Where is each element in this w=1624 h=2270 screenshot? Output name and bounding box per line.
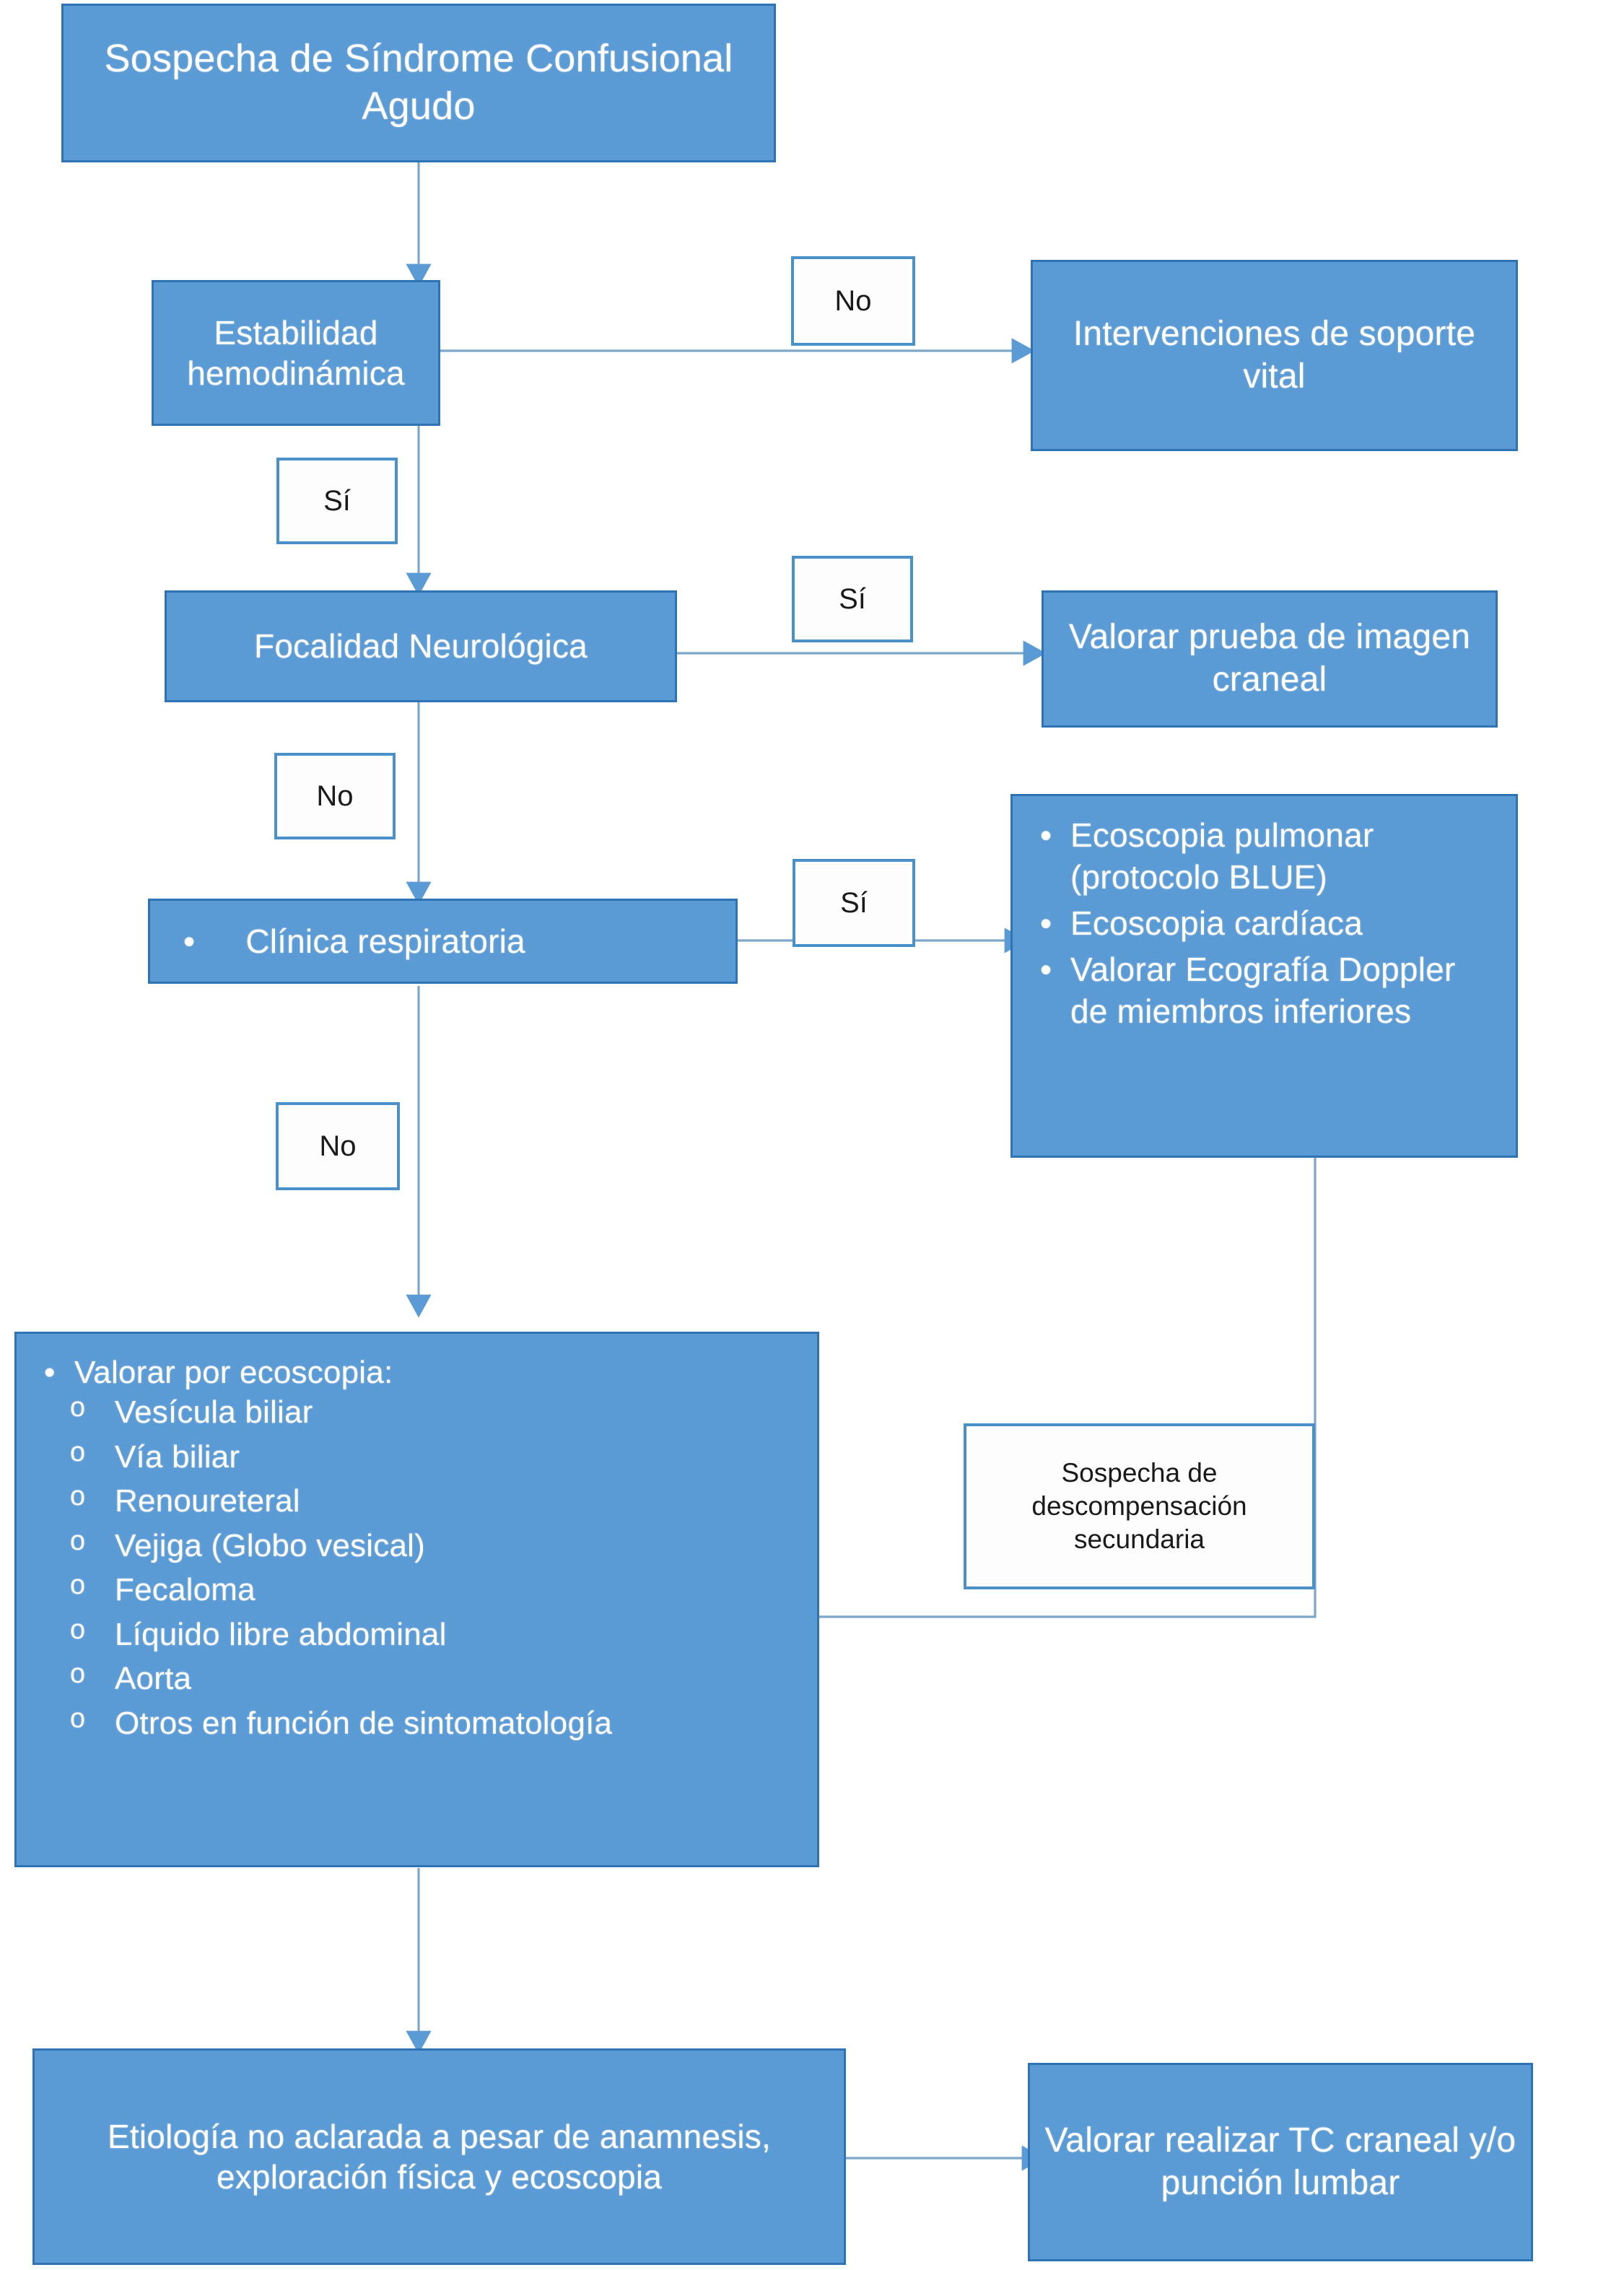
list-item: o Vesícula biliar (70, 1392, 800, 1432)
node-ct-lumbar-puncture-label: Valorar realizar TC craneal y/o punción … (1044, 2121, 1516, 2202)
abdominal-ultrasound-sublist: o Vesícula biliar o Vía biliar o Renoure… (70, 1392, 800, 1743)
hollow-bullet-icon: o (70, 1703, 86, 1734)
list-item: o Aorta (70, 1659, 800, 1698)
edge-label-neuro-yes: Sí (792, 556, 913, 642)
list-item: • Ecoscopia pulmonar (protocolo BLUE) (1040, 815, 1498, 899)
edge-label-respiratory-no-text: No (319, 1130, 357, 1162)
node-neuro-focality-label: Focalidad Neurológica (254, 627, 588, 665)
hollow-bullet-icon: o (70, 1614, 86, 1645)
list-item: o Renoureteral (70, 1481, 800, 1521)
chest-ultrasound-list: • Ecoscopia pulmonar (protocolo BLUE) • … (1030, 815, 1498, 1033)
list-item: o Vía biliar (70, 1437, 800, 1477)
edge-label-hemodynamic-no-text: No (834, 284, 872, 317)
list-item: o Vejiga (Globo vesical) (70, 1526, 800, 1566)
node-respiratory-clinic-label: Clínica respiratoria (245, 922, 525, 960)
filled-bullet-icon: • (44, 1355, 56, 1390)
edge-label-hemodynamic-no: No (791, 256, 915, 346)
abdominal-ultrasound-list: • Valorar por ecoscopia: o Vesícula bili… (34, 1353, 800, 1743)
list-item-label: Ecoscopia cardíaca (1070, 904, 1363, 942)
node-cranial-imaging-label: Valorar prueba de imagen craneal (1068, 618, 1471, 699)
list-item: o Otros en función de sintomatología (70, 1703, 800, 1743)
node-start[interactable]: Sospecha de Síndrome Confusional Agudo (61, 4, 776, 162)
node-life-support[interactable]: Intervenciones de soporte vital (1031, 260, 1518, 451)
hollow-bullet-icon: o (70, 1659, 86, 1690)
node-chest-ultrasound[interactable]: • Ecoscopia pulmonar (protocolo BLUE) • … (1010, 794, 1518, 1158)
node-secondary-decompensation: Sospecha de descompensación secundaria (964, 1423, 1315, 1589)
list-item-label: Vía biliar (115, 1439, 240, 1475)
list-item: o Fecaloma (70, 1570, 800, 1610)
node-life-support-label: Intervenciones de soporte vital (1073, 314, 1476, 396)
list-item-label: Fecaloma (115, 1572, 256, 1608)
node-respiratory-clinic-row: • Clínica respiratoria (150, 922, 735, 961)
edge-label-hemodynamic-yes: Sí (276, 458, 398, 544)
edge-label-respiratory-yes-text: Sí (840, 886, 868, 919)
list-item: • Ecoscopia cardíaca (1040, 903, 1498, 945)
list-item: • Valorar por ecoscopia: o Vesícula bili… (44, 1353, 800, 1743)
node-abdominal-ultrasound[interactable]: • Valorar por ecoscopia: o Vesícula bili… (14, 1332, 819, 1867)
edge-label-respiratory-no: No (276, 1102, 400, 1190)
list-item-label: Vesícula biliar (115, 1394, 313, 1431)
abdominal-ultrasound-heading: Valorar por ecoscopia: (74, 1355, 393, 1390)
filled-bullet-icon: • (1040, 904, 1052, 942)
list-item-label: Valorar Ecografía Doppler de miembros in… (1070, 950, 1456, 1030)
hollow-bullet-icon: o (70, 1436, 86, 1467)
node-neuro-focality[interactable]: Focalidad Neurológica (165, 590, 677, 702)
filled-bullet-icon: • (1040, 950, 1052, 988)
edge-label-respiratory-yes: Sí (793, 859, 915, 947)
list-item-label: Líquido libre abdominal (115, 1616, 447, 1652)
list-item: • Valorar Ecografía Doppler de miembros … (1040, 949, 1498, 1033)
node-ct-lumbar-puncture[interactable]: Valorar realizar TC craneal y/o punción … (1028, 2063, 1533, 2261)
node-cranial-imaging[interactable]: Valorar prueba de imagen craneal (1042, 590, 1498, 728)
hollow-bullet-icon: o (70, 1481, 86, 1512)
list-item-label: Renoureteral (115, 1483, 300, 1519)
node-unclear-etiology[interactable]: Etiología no aclarada a pesar de anamnes… (32, 2048, 846, 2265)
list-item-label: Ecoscopia pulmonar (protocolo BLUE) (1070, 816, 1374, 896)
node-start-label: Sospecha de Síndrome Confusional Agudo (104, 37, 733, 128)
node-hemodynamic-stability[interactable]: Estabilidad hemodinámica (152, 280, 440, 426)
node-secondary-decompensation-label: Sospecha de descompensación secundaria (1031, 1457, 1247, 1555)
hollow-bullet-icon: o (70, 1525, 86, 1556)
hollow-bullet-icon: o (70, 1392, 86, 1423)
edge-label-hemodynamic-yes-text: Sí (323, 484, 351, 517)
filled-bullet-icon: • (1040, 816, 1052, 854)
hollow-bullet-icon: o (70, 1570, 86, 1601)
list-item-label: Aorta (115, 1661, 192, 1697)
node-respiratory-clinic[interactable]: • Clínica respiratoria (148, 899, 738, 984)
edge-label-neuro-no-text: No (316, 780, 354, 812)
list-item-label: Otros en función de sintomatología (115, 1705, 613, 1741)
filled-bullet-icon: • (183, 922, 196, 960)
node-hemodynamic-stability-label: Estabilidad hemodinámica (187, 313, 405, 392)
list-item: o Líquido libre abdominal (70, 1615, 800, 1654)
list-item-label: Vejiga (Globo vesical) (115, 1527, 425, 1563)
edge-label-neuro-no: No (274, 753, 396, 839)
node-unclear-etiology-label: Etiología no aclarada a pesar de anamnes… (108, 2117, 771, 2196)
edge-label-neuro-yes-text: Sí (839, 582, 866, 615)
